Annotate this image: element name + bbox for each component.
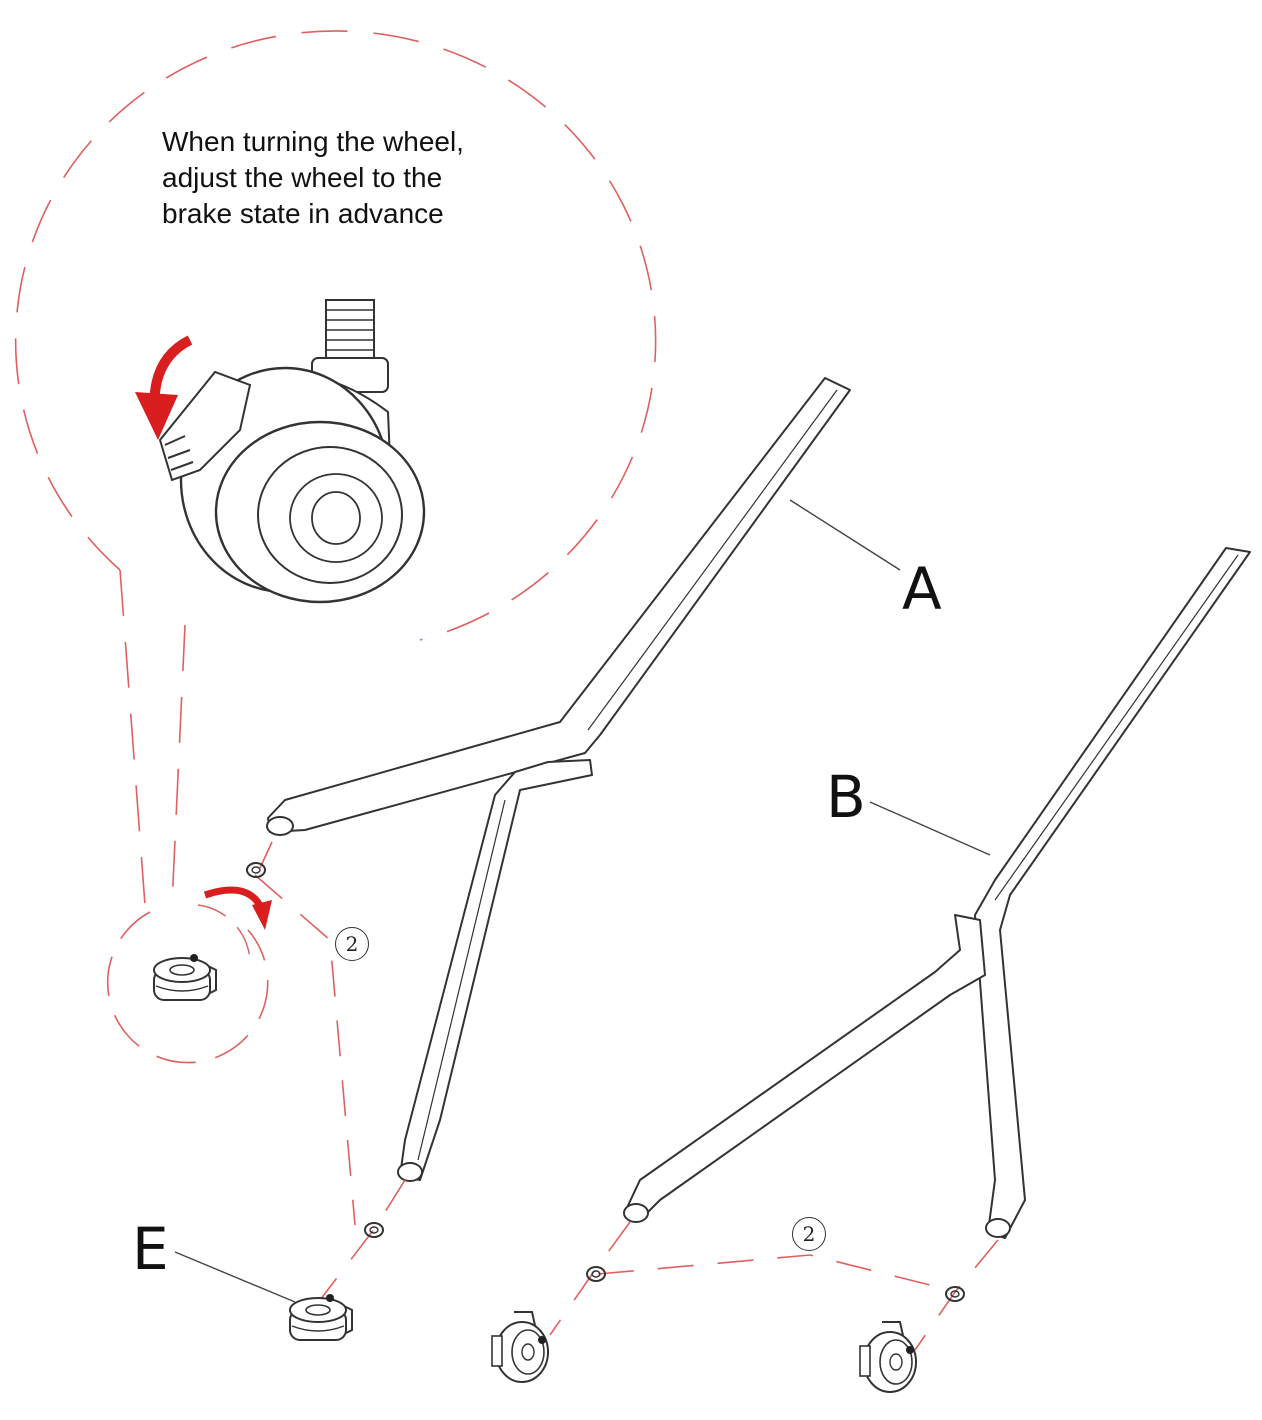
label-part-e: E: [132, 1215, 169, 1283]
rotate-arrow-icon: [135, 335, 193, 440]
quantity-callout-left: 2: [335, 927, 369, 961]
instruction-note: When turning the wheel, adjust the wheel…: [162, 124, 582, 232]
detail-callout-circle: [14, 30, 657, 906]
assembly-dashed-lines: [254, 841, 999, 1351]
instruction-line-1: When turning the wheel,: [162, 126, 464, 157]
quantity-callout-bottom: 2: [792, 1217, 826, 1251]
caster-wheel-icon: [289, 1293, 917, 1393]
label-part-b: B: [826, 763, 866, 831]
instruction-line-3: brake state in advance: [162, 198, 444, 229]
caster-detail-illustration: [158, 299, 426, 604]
instruction-line-2: adjust the wheel to the: [162, 162, 443, 193]
frame-part-a: [266, 377, 851, 1182]
label-part-a: A: [902, 555, 942, 623]
small-detail-circle: [106, 886, 272, 1064]
label-leader-lines: [174, 499, 991, 1303]
frame-part-b: [623, 547, 1251, 1239]
